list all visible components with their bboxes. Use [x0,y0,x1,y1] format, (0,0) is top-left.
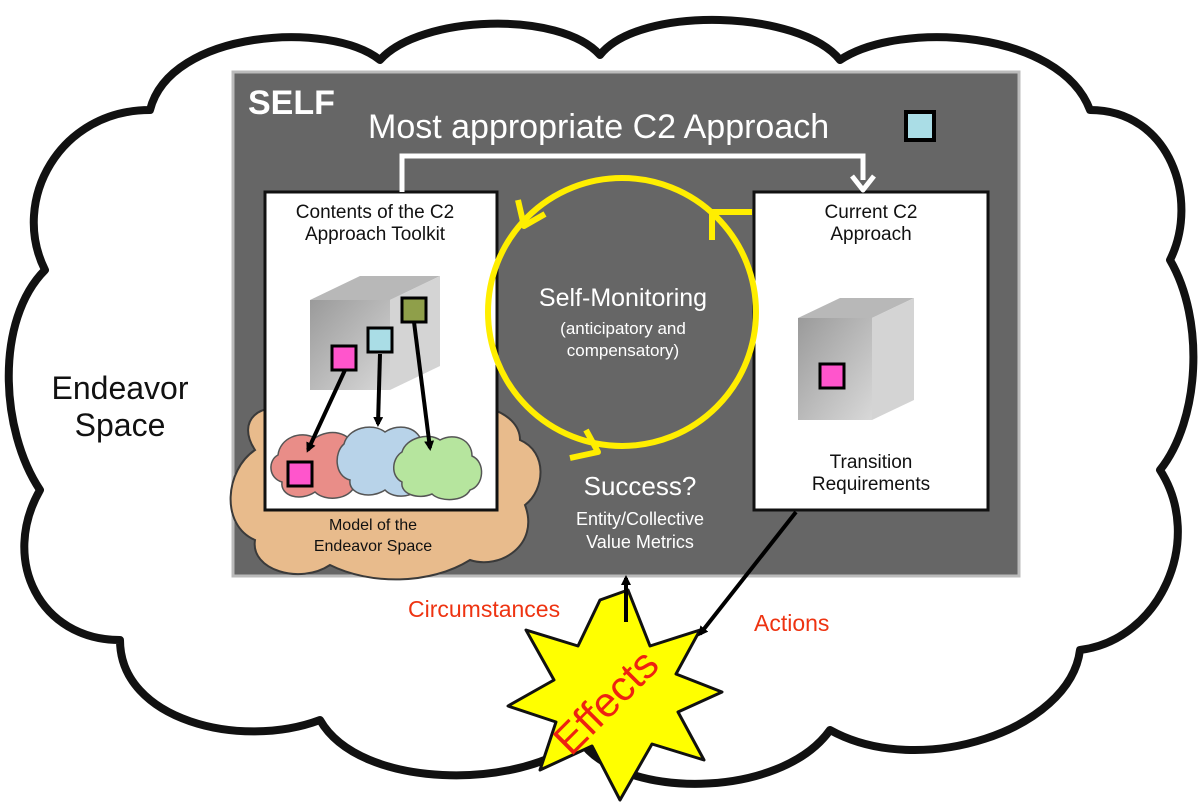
approach-connector-head [850,174,876,193]
cycle-arrowhead-bottom [569,428,601,461]
approach-connector [399,153,866,192]
square-olive [400,296,428,324]
self-label: SELF [248,84,335,122]
square-pink-bottom [286,460,314,488]
current-approach-label: Current C2 Approach [824,202,918,245]
transition-requirements-label: Transition Requirements [811,452,931,495]
self-monitoring-cycle [485,175,759,449]
toolkit-cloud-green [393,435,483,501]
cycle-arrowhead-right [709,209,752,240]
toolkit-arrow-olive [412,321,435,451]
effects-star [506,588,724,802]
square-pink-top [330,344,358,372]
endeavor-space-label: Endeavor Space [51,370,189,443]
square-blue [366,326,394,354]
cycle-arrowhead-top-left [515,199,547,229]
title-square-blue [904,110,936,142]
toolkit-arrow-blue [373,353,384,427]
self-monitoring-label: Self-Monitoring [538,284,708,312]
actions-label: Actions [754,610,830,636]
actions-arrow [698,510,798,637]
square-pink-current [818,362,846,390]
toolkit-arrow-pink [306,369,347,453]
circumstances-label: Circumstances [408,596,561,622]
value-metrics-label: Entity/Collective Value Metrics [575,509,705,553]
model-of-endeavor-space-label: Model of the Endeavor Space [313,517,433,555]
success-label: Success? [583,471,697,501]
toolkit-label: Contents of the C2 Approach Toolkit [295,202,455,245]
self-monitoring-sub-label: (anticipatory and compensatory) [560,319,686,361]
current-approach-cube [798,298,914,420]
approach-title: Most appropriate C2 Approach [368,108,830,146]
